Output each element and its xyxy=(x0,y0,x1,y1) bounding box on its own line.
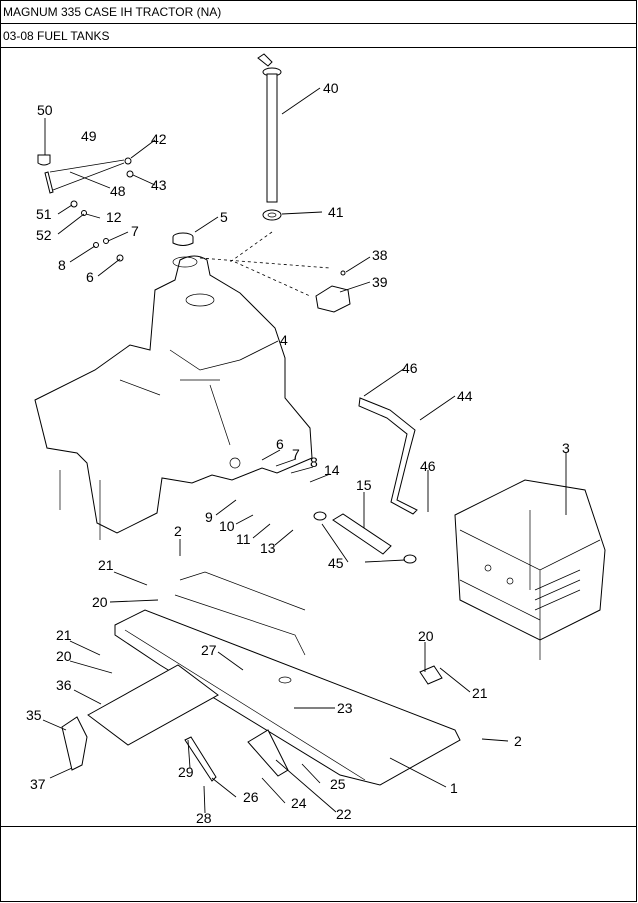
callout-4: 4 xyxy=(280,332,288,348)
callout-49: 49 xyxy=(81,128,97,144)
callout-46: 46 xyxy=(402,360,418,376)
callout-6b: 6 xyxy=(276,436,284,452)
callout-20: 20 xyxy=(92,594,108,610)
callout-51: 51 xyxy=(36,206,52,222)
callout-9: 9 xyxy=(205,509,213,525)
left-bracket-part xyxy=(61,664,219,771)
callout-3: 3 xyxy=(562,440,570,456)
callout-13: 13 xyxy=(260,540,276,556)
callout-40: 40 xyxy=(323,80,339,96)
callout-12: 12 xyxy=(106,209,122,225)
callout-45: 45 xyxy=(328,555,344,571)
callout-46b: 46 xyxy=(420,458,436,474)
fill-tube-part xyxy=(257,53,282,221)
footer-divider xyxy=(0,826,637,827)
callout-7: 7 xyxy=(131,223,139,239)
callout-41: 41 xyxy=(328,204,344,220)
callout-29: 29 xyxy=(178,764,194,780)
callout-14: 14 xyxy=(324,462,340,478)
small-fittings-group xyxy=(37,154,134,262)
callout-22: 22 xyxy=(336,806,352,822)
callout-38: 38 xyxy=(372,247,388,263)
callout-48: 48 xyxy=(110,183,126,199)
callout-37: 37 xyxy=(30,776,46,792)
callout-15: 15 xyxy=(356,477,372,493)
callout-7b: 7 xyxy=(292,446,300,462)
callout-42: 42 xyxy=(151,131,167,147)
callout-36: 36 xyxy=(56,677,72,693)
callout-35: 35 xyxy=(26,707,42,723)
main-fuel-tank-part xyxy=(34,255,313,540)
callout-44: 44 xyxy=(457,388,473,404)
callout-50: 50 xyxy=(37,102,53,118)
fuel-cap-part xyxy=(172,232,194,246)
callout-8: 8 xyxy=(58,257,66,273)
fuel-line-part xyxy=(313,397,418,564)
callout-39: 39 xyxy=(372,274,388,290)
callout-43: 43 xyxy=(151,177,167,193)
support-frame-part xyxy=(114,571,461,786)
callout-8b: 8 xyxy=(310,454,318,470)
side-tank-part xyxy=(454,479,606,660)
exploded-parts-diagram: 50 49 42 48 43 51 12 52 7 5 8 6 40 41 38… xyxy=(26,53,606,826)
callout-20c: 20 xyxy=(418,628,434,644)
callout-5: 5 xyxy=(220,209,228,225)
callout-21c: 21 xyxy=(472,685,488,701)
callout-27: 27 xyxy=(201,642,217,658)
callout-2: 2 xyxy=(174,523,182,539)
callout-1: 1 xyxy=(450,780,458,796)
callout-2b: 2 xyxy=(514,733,522,749)
leader-lines xyxy=(42,87,567,814)
callout-20b: 20 xyxy=(56,648,72,664)
callout-26: 26 xyxy=(243,789,259,805)
callout-52: 52 xyxy=(36,227,52,243)
document-title: MAGNUM 335 CASE IH TRACTOR (NA) xyxy=(0,0,637,24)
callout-25: 25 xyxy=(330,776,346,792)
callout-28: 28 xyxy=(196,810,212,826)
sender-plate-part xyxy=(315,270,351,313)
callout-labels: 50 49 42 48 43 51 12 52 7 5 8 6 40 41 38… xyxy=(26,80,570,826)
callout-6: 6 xyxy=(86,269,94,285)
callout-21b: 21 xyxy=(56,627,72,643)
callout-24: 24 xyxy=(291,795,307,811)
callout-11: 11 xyxy=(236,531,251,547)
callout-23: 23 xyxy=(337,700,353,716)
callout-10: 10 xyxy=(219,518,235,534)
section-title: 03-08 FUEL TANKS xyxy=(0,24,637,48)
callout-21: 21 xyxy=(98,557,114,573)
